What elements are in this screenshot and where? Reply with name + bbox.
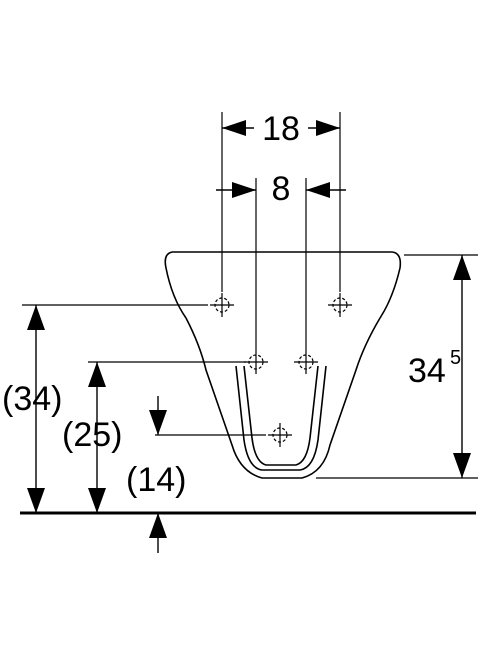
hole-center-marks: [210, 293, 352, 447]
dimension-34-5-right: [453, 255, 471, 478]
dimension-18-label: 18: [262, 110, 300, 148]
dimension-34-5-superscript: 5: [450, 347, 461, 369]
extension-lines: [221, 112, 341, 350]
hole-mark-upper-left: [210, 293, 234, 317]
dimension-25-label: (25): [62, 416, 122, 454]
hole-mark-upper-right: [328, 293, 352, 317]
hole-mark-middle-right: [294, 350, 318, 374]
dimension-34-left: [27, 305, 45, 513]
dimension-25: [88, 362, 106, 513]
dimension-14: [149, 396, 167, 553]
hole-mark-middle-left: [244, 350, 268, 374]
hole-mark-bottom: [268, 423, 292, 447]
dimension-8: [216, 182, 346, 198]
fixture-outline: [164, 251, 402, 479]
dimension-8-label: 8: [272, 170, 291, 208]
dimension-14-label: (14): [126, 461, 186, 499]
dimension-18: [222, 120, 340, 136]
reference-lines: [22, 254, 478, 479]
dimension-34-left-label: (34): [2, 380, 62, 418]
dimension-34-5-label: 34: [408, 352, 446, 390]
